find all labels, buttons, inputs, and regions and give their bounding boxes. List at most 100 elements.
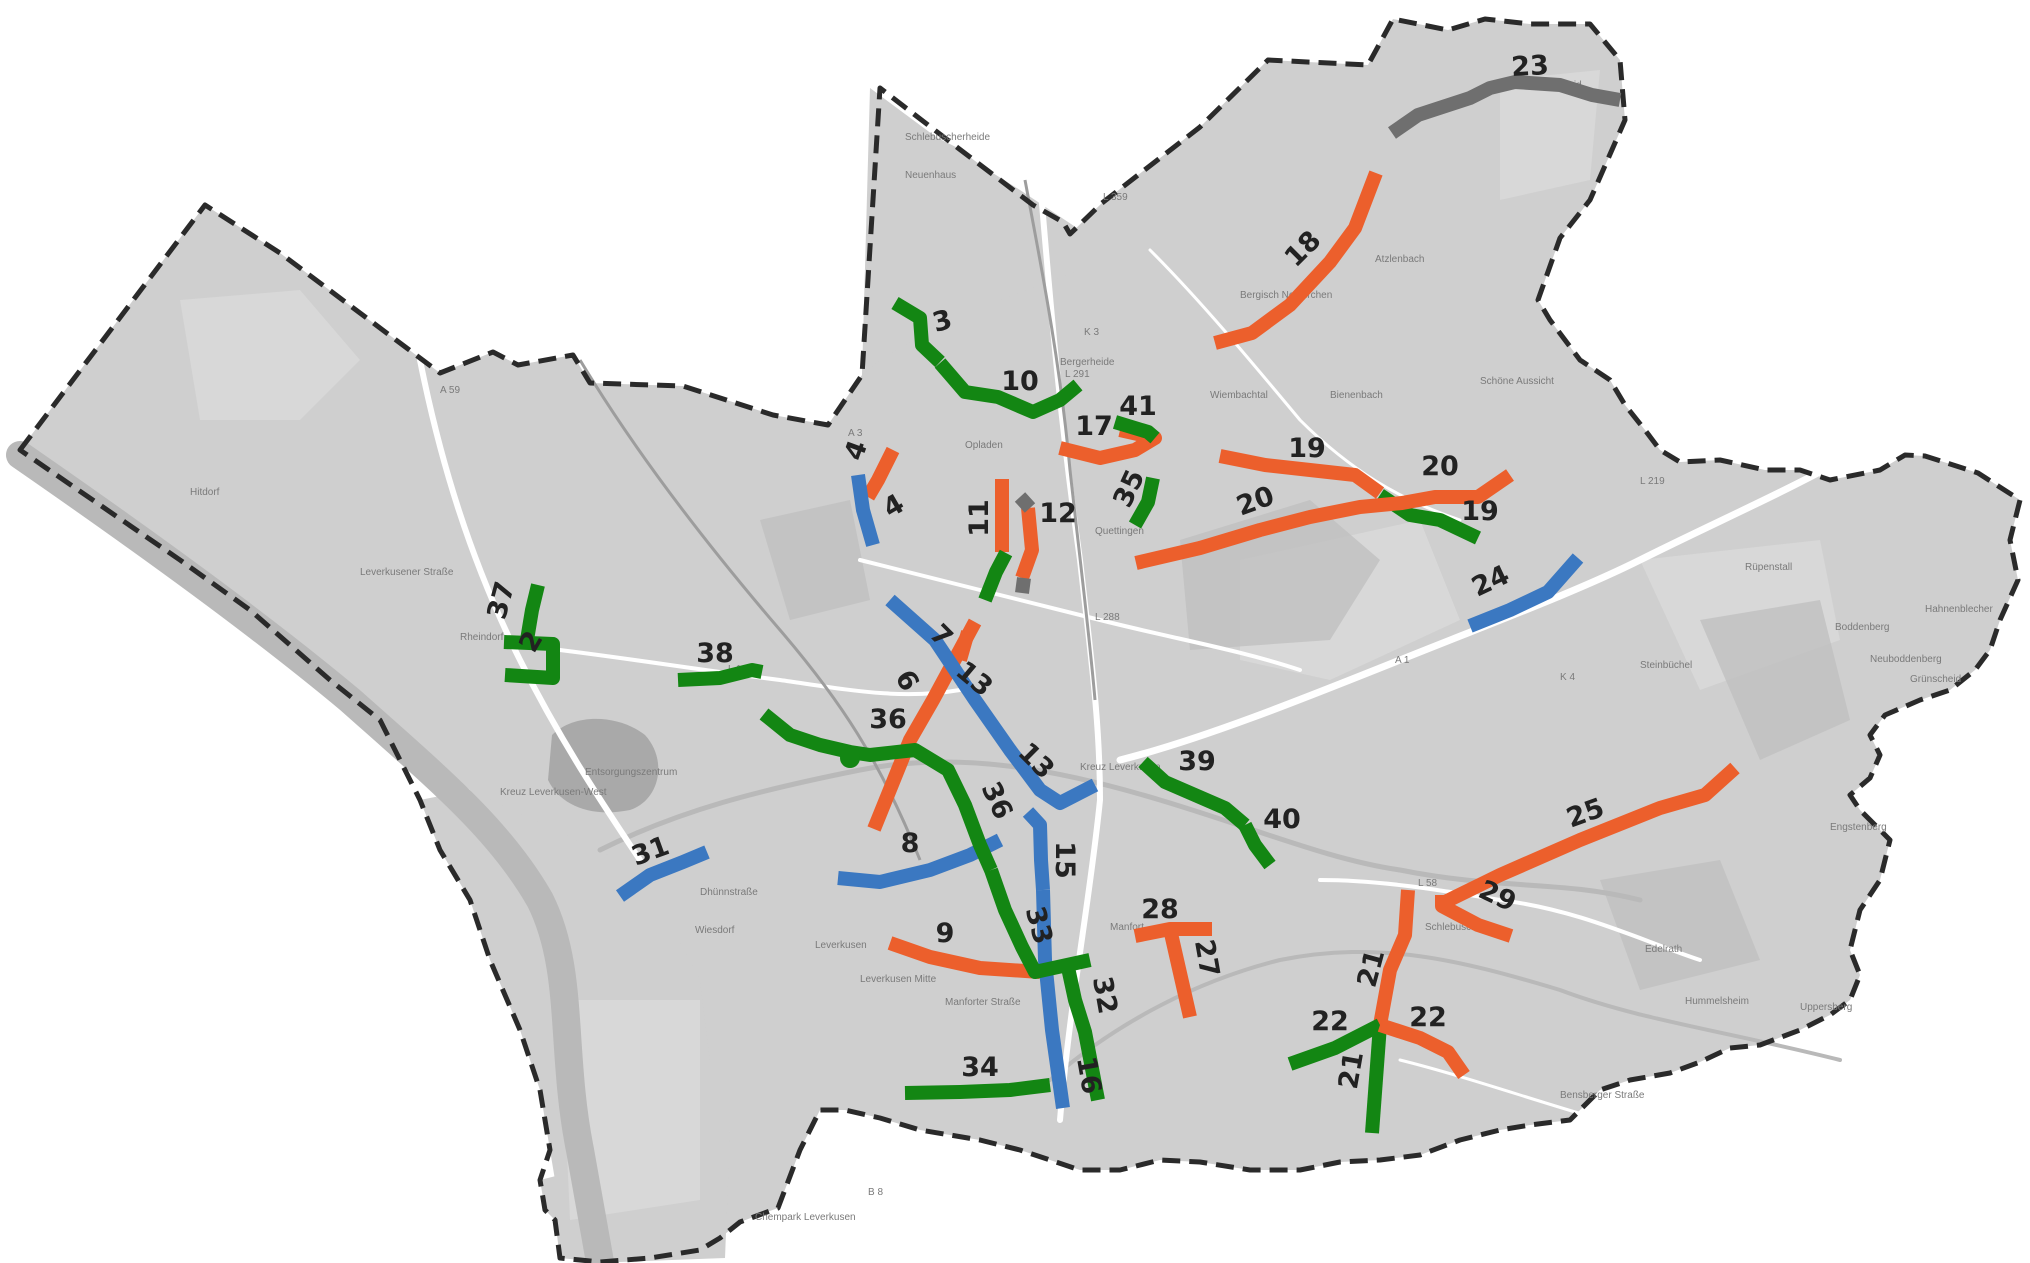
segment-4-orange[interactable] (861, 446, 900, 501)
segment-20[interactable] (1134, 469, 1514, 570)
segment-label: 20 (1421, 451, 1459, 482)
segment-2[interactable] (503, 635, 560, 685)
segment-31[interactable] (615, 845, 710, 902)
segment-27[interactable] (1163, 927, 1197, 1019)
place-name: Rheindorf (460, 632, 504, 643)
road-ref: L 288 (1095, 612, 1120, 623)
segment-40[interactable] (1238, 821, 1276, 870)
place-name: Grünscheid (1910, 674, 1961, 685)
segment-41[interactable] (1112, 415, 1160, 444)
place-name: Schlebusch (1425, 922, 1477, 933)
segment-18[interactable] (1213, 170, 1383, 350)
segment-label: 27 (1188, 937, 1225, 979)
segment-16[interactable] (1036, 889, 1070, 1109)
river-rhine (6, 441, 614, 1263)
segment-33[interactable] (984, 867, 1092, 979)
segment-39[interactable] (1138, 756, 1250, 831)
place-names: Hitdorf Rheindorf Opladen Quettingen Ber… (190, 80, 1993, 1223)
place-name: Edelrath (1645, 944, 1682, 955)
segment-label: 19 (1461, 496, 1499, 527)
segment-23[interactable] (1388, 75, 1622, 139)
place-name: Entsorgungszentrum (585, 767, 677, 778)
segment-label: 9 (936, 918, 955, 949)
segment-label: 12 (1039, 498, 1077, 529)
segment-34[interactable] (904, 1078, 1051, 1100)
road-ref: A 3 (848, 428, 863, 439)
segment-label: 16 (1070, 1054, 1107, 1096)
place-name: Manforter Straße (945, 997, 1021, 1008)
segment-label: 32 (1086, 974, 1123, 1016)
segment-15[interactable] (1022, 807, 1050, 891)
motorway-a59 (417, 357, 643, 863)
place-name: Leverkusen Mitte (860, 974, 937, 985)
segment-3[interactable] (891, 296, 945, 368)
place-name: Schöne Aussicht (1480, 376, 1554, 387)
segment-label: 11 (964, 499, 995, 537)
road-ref: A 59 (440, 385, 460, 396)
segment-38[interactable] (677, 663, 764, 687)
road-ref: A 1 (1395, 655, 1410, 666)
road-l58 (1318, 878, 1702, 962)
segment-label: 40 (1263, 804, 1301, 835)
segment-label: 23 (1511, 50, 1550, 83)
road-ref: L 291 (1065, 369, 1090, 380)
segment-35[interactable] (1128, 476, 1160, 529)
segment-label: 19 (1288, 433, 1326, 464)
place-name: Bergisch Neukirchen (1240, 290, 1332, 301)
place-name: Leverkusener Straße (360, 567, 454, 578)
place-name: Dhünnstraße (700, 887, 758, 898)
place-name: Leverkusen (815, 940, 867, 951)
segment-10[interactable] (934, 358, 1083, 419)
segment-19-orange[interactable] (1218, 449, 1385, 499)
place-name: Rüpenstall (1745, 562, 1792, 573)
city-area-north (862, 88, 1120, 375)
city-area (20, 19, 2020, 1262)
segment-12-orange[interactable] (1015, 507, 1039, 581)
segment-36[interactable] (759, 708, 998, 873)
segment-29[interactable] (1435, 895, 1514, 943)
segment-12-gray[interactable] (1014, 492, 1036, 594)
segment-22-green[interactable] (1287, 1018, 1384, 1071)
segment-9[interactable] (887, 936, 1041, 979)
road-ref: L 219 (1640, 476, 1665, 487)
place-name: Bensberger Straße (1560, 1090, 1645, 1101)
segment-label: 34 (961, 1052, 999, 1083)
road-ref: B 8 (868, 1187, 883, 1198)
segment-37[interactable] (520, 583, 545, 642)
place-name: Engstenberg (1830, 822, 1887, 833)
segment-13[interactable] (885, 594, 1099, 810)
place-name: Opladen (965, 440, 1003, 451)
place-name: Kreuz Leverkusen (1080, 762, 1161, 773)
segment-22-orange[interactable] (1377, 1018, 1470, 1079)
road-l108 (558, 648, 962, 697)
segment-label: 21 (1333, 1049, 1370, 1091)
segment-25[interactable] (1439, 762, 1740, 910)
segment-label: 17 (1075, 411, 1113, 442)
segment-label: 28 (1141, 894, 1179, 925)
place-name: Chempark Leverkusen (755, 1212, 856, 1223)
darker-patches (760, 500, 1850, 990)
segment-label: 38 (696, 638, 734, 669)
segment-21-orange[interactable] (1373, 889, 1415, 1027)
segment-21-green[interactable] (1365, 1024, 1387, 1134)
segment-label: 10 (1001, 366, 1039, 397)
river-dhuenn (1048, 949, 1842, 1082)
city-boundary (17, 16, 2023, 1263)
segment-label: 36 (869, 704, 907, 735)
segment-11-green[interactable] (978, 549, 1013, 603)
segment-4-blue[interactable] (851, 474, 880, 547)
place-name: Wiesdorf (695, 925, 735, 936)
segment-28[interactable] (1133, 922, 1212, 943)
place-name: Quettingen (1095, 526, 1144, 537)
segment-24[interactable] (1467, 553, 1584, 633)
segment-label: 8 (901, 828, 920, 859)
segment-7[interactable] (953, 630, 975, 662)
railway-east (1023, 179, 1097, 701)
segment-32[interactable] (1060, 961, 1105, 1102)
place-name: Uppersberg (1800, 1002, 1852, 1013)
road-ref: L 359 (1103, 192, 1128, 203)
segment-label: 15 (1049, 841, 1080, 879)
place-name: Manfort (1110, 922, 1144, 933)
place-name: Schlebuscherheide (905, 132, 990, 143)
